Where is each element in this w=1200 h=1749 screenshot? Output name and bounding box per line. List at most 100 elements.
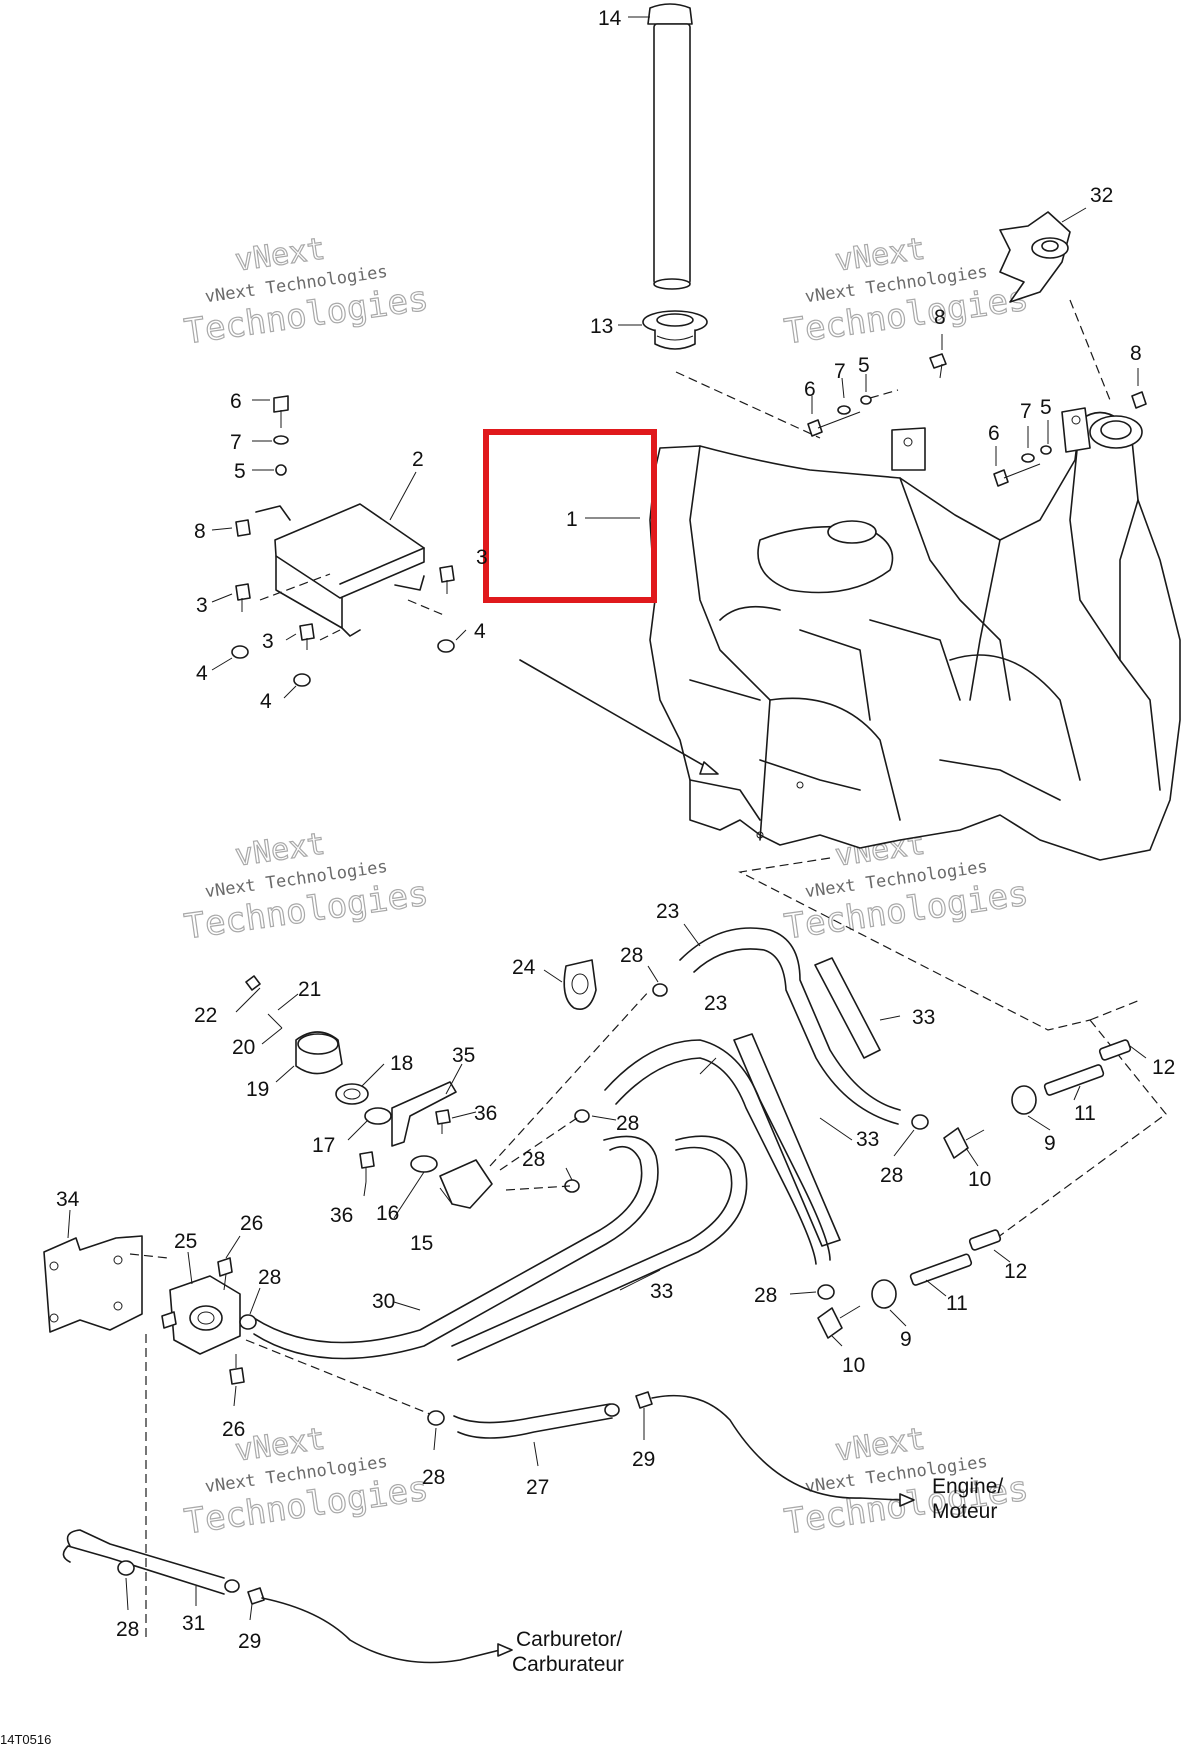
- bracket-part-2: [255, 503, 425, 637]
- callout-28: 28: [522, 1148, 545, 1171]
- callout-15: 15: [410, 1232, 433, 1255]
- callout-7: 7: [230, 431, 242, 454]
- callout-33: 33: [856, 1128, 879, 1151]
- destination-carb-fr: Carburateur: [512, 1653, 624, 1676]
- fitting-group-lower: [817, 1229, 1002, 1339]
- callout-7: 7: [834, 360, 846, 383]
- callout-8: 8: [1130, 342, 1142, 365]
- hose-part-33-bottom: [451, 1135, 748, 1361]
- hardware-group-upper-right: [807, 353, 1147, 487]
- callout-34: 34: [56, 1188, 80, 1211]
- callout-12: 12: [1152, 1056, 1175, 1079]
- assembly-line-tank-12a-end: [1089, 999, 1141, 1021]
- callout-18: 18: [390, 1052, 413, 1075]
- callout-5: 5: [1040, 396, 1052, 419]
- callout-3: 3: [476, 546, 488, 569]
- callout-16: 16: [376, 1202, 399, 1225]
- destination-engine-en: Engine/: [932, 1475, 1003, 1498]
- callout-36: 36: [474, 1102, 497, 1125]
- callout-21: 21: [298, 978, 321, 1001]
- valve-15: [439, 1159, 493, 1209]
- callout-14: 14: [598, 7, 622, 30]
- fitting-group-upper: [943, 1039, 1132, 1159]
- callout-31: 31: [182, 1612, 205, 1635]
- callout-3: 3: [262, 630, 274, 653]
- clamp-part-24: [563, 959, 597, 1010]
- callout-26: 26: [222, 1418, 245, 1441]
- callout-4: 4: [196, 662, 208, 685]
- callout-13: 13: [590, 315, 613, 338]
- mounting-plate-part-34: [43, 1235, 169, 1333]
- callout-23: 23: [656, 900, 679, 923]
- gasket-16: [410, 1155, 438, 1173]
- callout-12: 12: [1004, 1260, 1027, 1283]
- destination-engine-fr: Moteur: [932, 1500, 997, 1523]
- callout-11: 11: [946, 1292, 968, 1315]
- destination-labels: Engine/ Moteur Carburetor/ Carburateur: [512, 1475, 1003, 1676]
- callout-36: 36: [330, 1204, 353, 1227]
- callout-10: 10: [842, 1354, 865, 1377]
- valve-assembly: [245, 975, 651, 1209]
- callout-5: 5: [234, 460, 246, 483]
- callout-8: 8: [934, 306, 946, 329]
- callout-8: 8: [194, 520, 206, 543]
- screws-part-26: [217, 1257, 257, 1385]
- callout-28: 28: [616, 1112, 639, 1135]
- line-to-engine: [651, 1394, 901, 1501]
- highlight-box: [483, 429, 657, 603]
- callout-4: 4: [474, 620, 486, 643]
- callout-1: 1: [566, 508, 578, 531]
- callout-26: 26: [240, 1212, 263, 1235]
- gasket-17: [364, 1107, 392, 1125]
- callout-28: 28: [754, 1284, 777, 1307]
- callout-35: 35: [452, 1044, 475, 1067]
- destination-carb-en: Carburetor/: [516, 1628, 622, 1651]
- callout-11: 11: [1074, 1102, 1096, 1125]
- line-to-carburetor: [261, 1597, 501, 1664]
- callout-10: 10: [968, 1168, 991, 1191]
- watermark-bottom-left: vNext vNext Technologies Technologies: [181, 1421, 431, 1543]
- arrow-to-tank: [519, 659, 716, 773]
- callout-24: 24: [512, 956, 536, 979]
- callout-28: 28: [422, 1466, 445, 1489]
- assembly-line-pump-27: [245, 1339, 431, 1415]
- callout-6: 6: [988, 422, 1000, 445]
- fuel-cap-part-32: [999, 211, 1071, 303]
- assembly-line-13: [675, 371, 821, 439]
- nut-8a: [929, 353, 947, 369]
- callout-2: 2: [412, 448, 424, 471]
- bracket-hardware: [231, 395, 455, 687]
- watermark-top-left: vNext vNext Technologies Technologies: [181, 231, 431, 353]
- hose-part-23-upper: [679, 927, 901, 1125]
- fuel-pump-part-25: [161, 1275, 241, 1355]
- callout-3: 3: [196, 594, 208, 617]
- callout-28: 28: [620, 944, 643, 967]
- washer-18: [335, 1083, 369, 1105]
- callout-9: 9: [1044, 1132, 1056, 1155]
- assembly-line-tank-12b: [989, 1019, 1167, 1244]
- hose-part-31: [62, 1529, 265, 1605]
- reference-code: 14T0516: [0, 1732, 51, 1747]
- nut-8b: [1131, 391, 1147, 409]
- callout-5: 5: [858, 354, 870, 377]
- callout-17: 17: [312, 1134, 335, 1157]
- callout-6: 6: [230, 390, 242, 413]
- callout-20: 20: [232, 1036, 255, 1059]
- callout-7: 7: [1020, 400, 1032, 423]
- bracket-35: [391, 1081, 457, 1147]
- grommet-part-13: [642, 310, 708, 350]
- callout-28: 28: [880, 1164, 903, 1187]
- callout-25: 25: [174, 1230, 197, 1253]
- callout-9: 9: [900, 1328, 912, 1351]
- callout-19: 19: [246, 1078, 269, 1101]
- leader-lines: [67, 16, 1147, 1621]
- callout-labels: 14 13 32 8 7 5 6 8 7 5 6 6 7 5 2 8 3 3 3…: [56, 7, 1175, 1653]
- callout-28: 28: [116, 1618, 139, 1641]
- tube-part-33-right: [733, 957, 881, 1247]
- fuel-tank-part-1: [649, 407, 1181, 861]
- callout-33: 33: [912, 1006, 935, 1029]
- callout-22: 22: [194, 1004, 217, 1027]
- callout-27: 27: [526, 1476, 549, 1499]
- hose-part-30: [253, 1135, 659, 1360]
